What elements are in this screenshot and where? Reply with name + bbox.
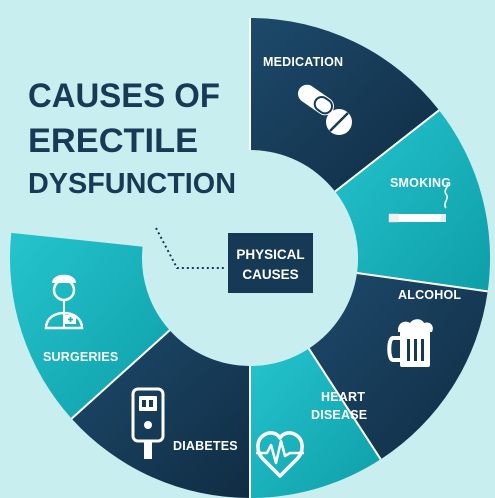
segment-surgeries [9, 232, 170, 419]
dotted-connector [155, 227, 224, 269]
segment-label-alcohol: ALCOHOL [398, 288, 461, 302]
segment-label-surgeries: SURGERIES [43, 350, 118, 364]
segment-label-smoking: SMOKING [390, 176, 451, 190]
segment-medication [250, 18, 440, 192]
segment-label-diabetes: DIABETES [173, 439, 238, 453]
segment-heart-disease [250, 348, 381, 498]
segment-label-heart-line-2: DISEASE [311, 408, 367, 422]
segment-smoking [335, 110, 491, 292]
center-box [228, 233, 313, 293]
segment-diabetes [71, 330, 250, 498]
glucose-meter-icon [131, 387, 165, 459]
surgeon-icon [44, 274, 84, 330]
title-line-2: ERECTILE [28, 122, 198, 160]
segment-dividers [70, 18, 488, 498]
heart-pulse-icon [256, 431, 304, 478]
cigarette-icon [388, 183, 449, 223]
center-line-2: CAUSES [242, 267, 298, 282]
segment-label-heart-line-1: HEART [321, 390, 365, 404]
beer-mug-icon [387, 319, 433, 367]
segment-alcohol [308, 273, 488, 460]
segment-label-medication: MEDICATION [263, 55, 343, 69]
center-line-1: PHYSICAL [236, 247, 304, 262]
title-line-1: CAUSES OF [28, 77, 220, 115]
pills-icon [297, 84, 352, 135]
title-line-3: DYSFUNCTION [28, 168, 236, 200]
